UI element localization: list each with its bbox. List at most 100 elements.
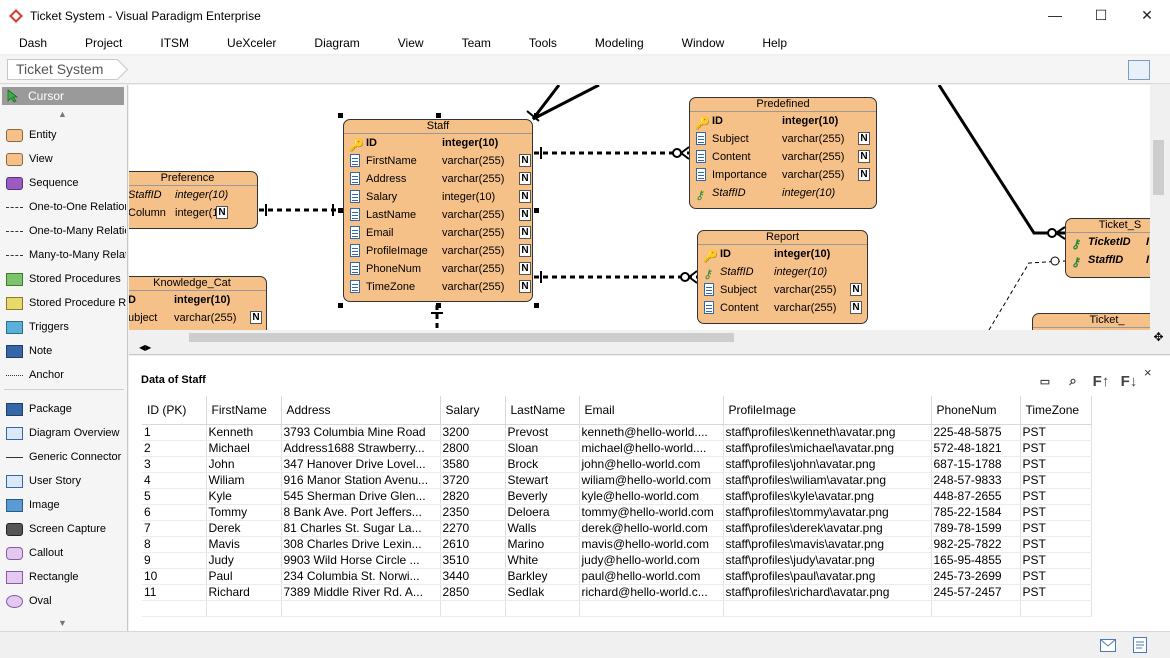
cell-phonenum[interactable]: 789-78-1599	[931, 520, 1020, 536]
cell-profileimage[interactable]: staff\profiles\derek\avatar.png	[723, 520, 931, 536]
cell-timezone[interactable]: PST	[1020, 552, 1091, 568]
cell-timezone[interactable]: PST	[1020, 536, 1091, 552]
menu-help[interactable]: Help	[743, 36, 806, 50]
cell-firstname[interactable]: Wiliam	[206, 472, 281, 488]
cell-address[interactable]: 7389 Middle River Rd. A...	[281, 584, 440, 600]
mail-icon[interactable]	[1100, 639, 1116, 652]
palette-item-image[interactable]: Image	[6, 495, 126, 515]
diagram-vertical-scrollbar[interactable]	[1150, 85, 1167, 330]
menu-diagram[interactable]: Diagram	[295, 36, 378, 50]
cell-empty[interactable]	[931, 600, 1020, 616]
document-edit-icon[interactable]	[1133, 637, 1147, 653]
cell-email[interactable]: kyle@hello-world.com	[579, 488, 723, 504]
cell-id[interactable]: 3	[142, 456, 206, 472]
menu-itsm[interactable]: ITSM	[141, 36, 208, 50]
cell-profileimage[interactable]: staff\profiles\mavis\avatar.png	[723, 536, 931, 552]
palette-item-oval[interactable]: Oval	[6, 591, 126, 611]
diagram-horizontal-scrollbar[interactable]	[129, 330, 1150, 345]
palette-item-entity[interactable]: Entity	[6, 125, 126, 145]
column-header-timezone[interactable]: TimeZone	[1020, 396, 1091, 424]
cell-empty[interactable]	[281, 600, 440, 616]
cell-salary[interactable]: 2820	[440, 488, 505, 504]
cell-address[interactable]: 8 Bank Ave. Port Jeffers...	[281, 504, 440, 520]
palette-item-one-to-one[interactable]: One-to-One Relationship	[6, 197, 126, 217]
palette-scroll-up-icon[interactable]: ▲	[58, 109, 67, 119]
cell-email[interactable]: paul@hello-world.com	[579, 568, 723, 584]
table-row[interactable]: 10Paul234 Columbia St. Norwi...3440Barkl…	[142, 568, 1091, 584]
cell-phonenum[interactable]: 982-25-7822	[931, 536, 1020, 552]
cell-salary[interactable]: 3440	[440, 568, 505, 584]
cell-firstname[interactable]: Paul	[206, 568, 281, 584]
cell-lastname[interactable]: Walls	[505, 520, 579, 536]
cell-firstname[interactable]: Kyle	[206, 488, 281, 504]
cell-id[interactable]: 4	[142, 472, 206, 488]
cell-timezone[interactable]: PST	[1020, 504, 1091, 520]
breadcrumb[interactable]: Ticket System	[7, 59, 118, 80]
palette-item-stored-procedures[interactable]: Stored Procedures	[6, 269, 126, 289]
pane-splitter[interactable]: ◀▶	[129, 345, 1170, 355]
column-header-phonenum[interactable]: PhoneNum	[931, 396, 1020, 424]
cell-email[interactable]: tommy@hello-world.com	[579, 504, 723, 520]
cell-email[interactable]: richard@hello-world.c...	[579, 584, 723, 600]
table-row[interactable]: 9Judy9903 Wild Horse Circle ...3510White…	[142, 552, 1091, 568]
cell-firstname[interactable]: John	[206, 456, 281, 472]
cell-lastname[interactable]: Barkley	[505, 568, 579, 584]
cell-address[interactable]: 3793 Columbia Mine Road	[281, 424, 440, 440]
cell-firstname[interactable]: Tommy	[206, 504, 281, 520]
palette-item-anchor[interactable]: Anchor	[6, 365, 126, 385]
cell-timezone[interactable]: PST	[1020, 488, 1091, 504]
close-button[interactable]: ✕	[1124, 0, 1170, 30]
table-row-empty[interactable]	[142, 600, 1091, 616]
cell-address[interactable]: 308 Charles Drive Lexin...	[281, 536, 440, 552]
cell-lastname[interactable]: Beverly	[505, 488, 579, 504]
palette-item-one-to-many[interactable]: One-to-Many Relationship	[6, 221, 126, 241]
table-row[interactable]: 4Wiliam916 Manor Station Avenu...3720Ste…	[142, 472, 1091, 488]
palette-cursor[interactable]: Cursor	[2, 87, 124, 105]
cell-phonenum[interactable]: 687-15-1788	[931, 456, 1020, 472]
cell-timezone[interactable]: PST	[1020, 472, 1091, 488]
table-row[interactable]: 2MichaelAddress1688 Strawberry...2800Slo…	[142, 440, 1091, 456]
cell-address[interactable]: 234 Columbia St. Norwi...	[281, 568, 440, 584]
cell-address[interactable]: 916 Manor Station Avenu...	[281, 472, 440, 488]
menu-modeling[interactable]: Modeling	[576, 36, 663, 50]
pan-icon[interactable]: ✥	[1150, 330, 1167, 345]
cell-lastname[interactable]: Deloera	[505, 504, 579, 520]
scrollbar-thumb[interactable]	[189, 333, 734, 342]
cell-empty[interactable]	[1020, 600, 1091, 616]
cell-profileimage[interactable]: staff\profiles\john\avatar.png	[723, 456, 931, 472]
entity-report[interactable]: Report 🔑IDinteger(10) ⚷StaffIDinteger(10…	[697, 230, 868, 324]
menu-project[interactable]: Project	[66, 36, 141, 50]
cell-salary[interactable]: 2850	[440, 584, 505, 600]
selection-handle[interactable]	[338, 113, 343, 118]
cell-email[interactable]: judy@hello-world.com	[579, 552, 723, 568]
cell-address[interactable]: 347 Hanover Drive Lovel...	[281, 456, 440, 472]
cell-timezone[interactable]: PST	[1020, 456, 1091, 472]
close-data-pane-button[interactable]: ×	[1144, 365, 1152, 380]
menu-uexceler[interactable]: UeXceler	[208, 36, 295, 50]
cell-empty[interactable]	[206, 600, 281, 616]
column-header-lastname[interactable]: LastName	[505, 396, 579, 424]
cell-timezone[interactable]: PST	[1020, 520, 1091, 536]
cell-id[interactable]: 2	[142, 440, 206, 456]
cell-profileimage[interactable]: staff\profiles\paul\avatar.png	[723, 568, 931, 584]
cell-id[interactable]: 6	[142, 504, 206, 520]
entity-ticket[interactable]: Ticket_	[1032, 313, 1150, 330]
cell-lastname[interactable]: Stewart	[505, 472, 579, 488]
cell-email[interactable]: michael@hello-world....	[579, 440, 723, 456]
cell-timezone[interactable]: PST	[1020, 440, 1091, 456]
table-row[interactable]: 7Derek81 Charles St. Sugar La...2270Wall…	[142, 520, 1091, 536]
cell-lastname[interactable]: White	[505, 552, 579, 568]
column-header-profileimage[interactable]: ProfileImage	[723, 396, 931, 424]
cell-email[interactable]: mavis@hello-world.com	[579, 536, 723, 552]
cell-phonenum[interactable]: 448-87-2655	[931, 488, 1020, 504]
entity-preference[interactable]: Preference StaffID integer(10) Column in…	[129, 171, 258, 229]
cell-empty[interactable]	[579, 600, 723, 616]
selection-handle[interactable]	[436, 113, 441, 118]
selection-handle[interactable]	[534, 208, 539, 213]
cell-address[interactable]: 9903 Wild Horse Circle ...	[281, 552, 440, 568]
cell-firstname[interactable]: Judy	[206, 552, 281, 568]
cell-address[interactable]: 81 Charles St. Sugar La...	[281, 520, 440, 536]
cell-salary[interactable]: 3200	[440, 424, 505, 440]
cell-firstname[interactable]: Derek	[206, 520, 281, 536]
palette-item-view[interactable]: View	[6, 149, 126, 169]
